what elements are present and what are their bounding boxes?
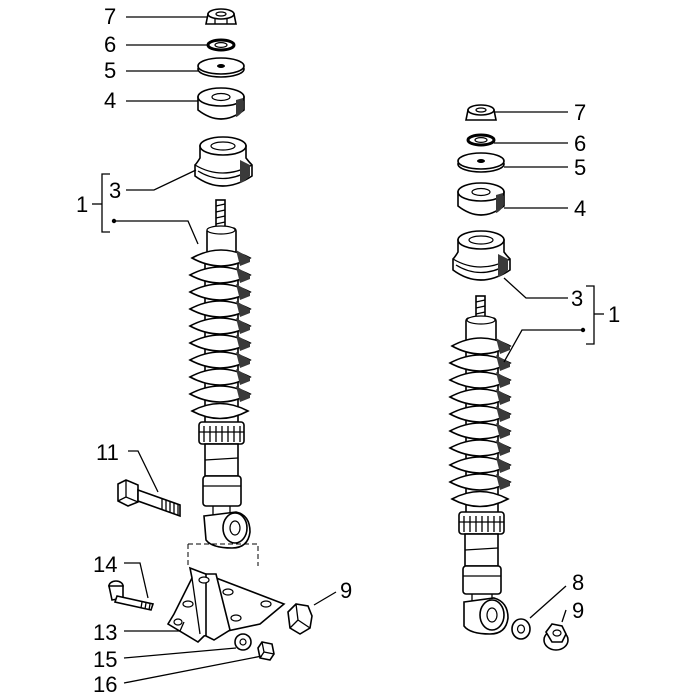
right-part-9-nut	[543, 623, 569, 651]
left-part-14-bolt	[108, 580, 155, 611]
left-spring	[188, 249, 252, 420]
left-part-9-nut	[287, 603, 313, 635]
left-shock-absorber	[188, 199, 252, 516]
right-callout-6: 6	[574, 131, 586, 156]
right-shock-assembly: 7 6 5 4 3 1 8 9	[448, 100, 620, 651]
left-callout-15: 15	[93, 647, 117, 672]
right-part-5-washer	[457, 152, 505, 173]
left-callout-5: 5	[104, 58, 116, 83]
left-part-6-washer	[206, 38, 236, 52]
left-part-16-nut	[257, 641, 275, 661]
left-group-bracket	[101, 173, 110, 233]
left-part-15-washer	[234, 633, 252, 651]
right-shock-absorber	[448, 295, 512, 602]
right-part-4-bushing	[457, 182, 505, 216]
left-part-11-bolt	[117, 479, 181, 518]
left-callout-4: 4	[104, 88, 116, 113]
left-callout-1: 1	[76, 192, 88, 217]
left-callout-16: 16	[93, 672, 117, 697]
left-shock-assembly: 7 6 5 4 3 1 11 14 13 15 16 9	[76, 4, 352, 697]
right-part-3-upper-cup	[452, 230, 511, 281]
left-callout-6: 6	[104, 32, 116, 57]
right-part-8-washer	[511, 618, 531, 640]
left-callout-11: 11	[96, 440, 119, 465]
left-part-13-bracket	[166, 566, 286, 644]
right-callout-1: 1	[608, 302, 620, 327]
left-callout-3: 3	[109, 178, 121, 203]
left-callout-13: 13	[93, 620, 117, 645]
left-callout-14: 14	[93, 552, 117, 577]
left-part-4-bushing	[197, 87, 245, 120]
right-callout-5: 5	[574, 155, 586, 180]
right-group-bracket	[586, 285, 595, 345]
right-callout-4: 4	[574, 196, 586, 221]
right-callout-9: 9	[572, 598, 584, 623]
left-part-5-washer	[197, 57, 245, 78]
right-callout-7: 7	[574, 100, 586, 125]
left-callout-7: 7	[104, 4, 116, 29]
right-callout-3: 3	[571, 286, 583, 311]
left-part-3-upper-cup	[194, 136, 253, 187]
right-callout-8: 8	[572, 570, 584, 595]
right-spring	[448, 337, 512, 508]
right-shock-eye	[463, 597, 509, 635]
left-callout-9: 9	[340, 578, 352, 603]
right-part-7-nut	[465, 104, 497, 121]
right-part-6-washer	[466, 133, 496, 147]
left-part-7-nut	[205, 8, 237, 25]
left-shock-eye	[203, 511, 251, 549]
